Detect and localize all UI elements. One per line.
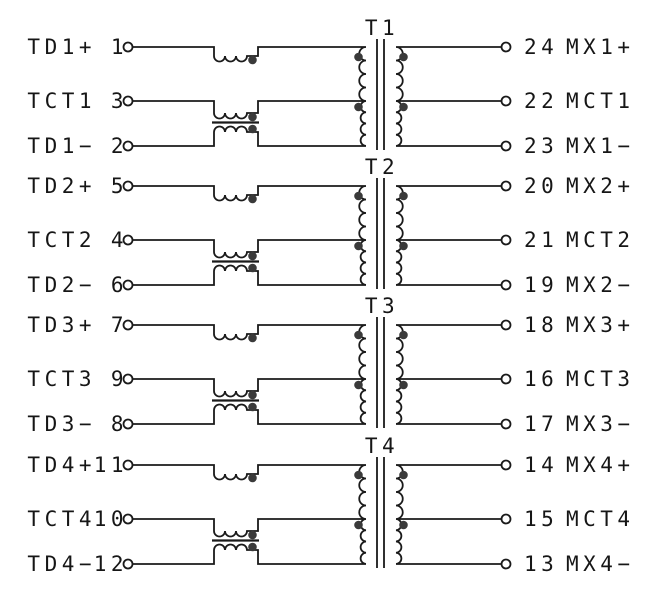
left-pin-number: 2 — [111, 134, 128, 158]
right-pin-number: 20 — [524, 174, 558, 198]
right-pin-number: 23 — [524, 134, 558, 158]
right-pin-name: MX2+ — [566, 174, 635, 198]
left-pin-name: TCT4 — [27, 507, 96, 531]
channel-4-labels: T4 TD4+ 11 TCT4 10 TD4− 12 14 MX4+ 15 MC… — [27, 434, 635, 576]
channel-1-graphics — [122, 37, 512, 152]
right-pin-number: 18 — [524, 313, 558, 337]
left-pin-name: TD4− — [27, 552, 96, 576]
right-pin-name: MX2− — [566, 273, 635, 297]
channel-4-graphics — [122, 455, 512, 570]
transformer-label: T3 — [365, 294, 399, 318]
right-pin-name: MX3+ — [566, 313, 635, 337]
right-pin-number: 13 — [524, 552, 558, 576]
left-pin-name: TD1+ — [27, 35, 96, 59]
transformer-label: T1 — [365, 16, 399, 40]
left-pin-number: 7 — [111, 313, 128, 337]
right-pin-number: 16 — [524, 367, 558, 391]
right-pin-name: MX3− — [566, 412, 635, 436]
right-pin-name: MX4+ — [566, 453, 635, 477]
right-pin-number: 15 — [524, 507, 558, 531]
left-pin-number: 5 — [111, 174, 128, 198]
left-pin-name: TD1− — [27, 134, 96, 158]
right-pin-name: MCT3 — [566, 367, 635, 391]
right-pin-number: 19 — [524, 273, 558, 297]
left-pin-number: 12 — [94, 552, 128, 576]
right-pin-number: 21 — [524, 228, 558, 252]
left-pin-number: 11 — [94, 453, 128, 477]
left-pin-number: 1 — [111, 35, 128, 59]
right-pin-number: 22 — [524, 89, 558, 113]
channel-3-labels: T3 TD3+ 7 TCT3 9 TD3− 8 18 MX3+ 16 MCT3 … — [27, 294, 635, 436]
left-pin-name: TD2+ — [27, 174, 96, 198]
left-pin-name: TD3− — [27, 412, 96, 436]
left-pin-number: 10 — [94, 507, 128, 531]
right-pin-name: MX1− — [566, 134, 635, 158]
right-pin-name: MX4− — [566, 552, 635, 576]
right-pin-number: 17 — [524, 412, 558, 436]
left-pin-number: 6 — [111, 273, 128, 297]
left-pin-name: TCT1 — [27, 89, 96, 113]
left-pin-name: TCT2 — [27, 228, 96, 252]
channel-2-graphics — [122, 176, 512, 291]
left-pin-name: TCT3 — [27, 367, 96, 391]
left-pin-name: TD4+ — [27, 453, 96, 477]
right-pin-name: MCT1 — [566, 89, 635, 113]
transformer-label: T4 — [365, 434, 399, 458]
left-pin-number: 8 — [111, 412, 128, 436]
channel-3-graphics — [122, 315, 512, 430]
right-pin-number: 24 — [524, 35, 558, 59]
channel-1-labels: T1 TD1+ 1 TCT1 3 TD1− 2 24 MX1+ 22 MCT1 … — [27, 16, 635, 158]
right-pin-name: MCT2 — [566, 228, 635, 252]
channel-2-labels: T2 TD2+ 5 TCT2 4 TD2− 6 20 MX2+ 21 MCT2 … — [27, 155, 635, 297]
left-pin-number: 3 — [111, 89, 128, 113]
left-pin-name: TD3+ — [27, 313, 96, 337]
right-pin-number: 14 — [524, 453, 558, 477]
right-pin-name: MCT4 — [566, 507, 635, 531]
right-pin-name: MX1+ — [566, 35, 635, 59]
left-pin-name: TD2− — [27, 273, 96, 297]
transformer-label: T2 — [365, 155, 399, 179]
left-pin-number: 4 — [111, 228, 128, 252]
left-pin-number: 9 — [111, 367, 128, 391]
